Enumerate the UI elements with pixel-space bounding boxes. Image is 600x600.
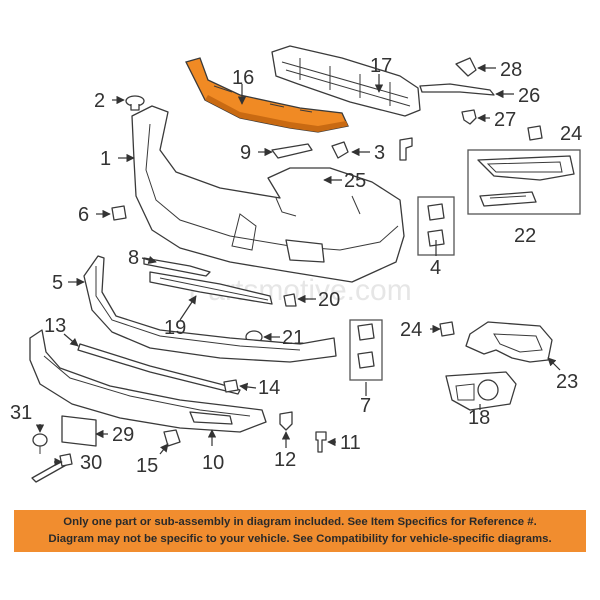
callout-24-bottom: 24	[400, 319, 422, 341]
part-13-strip	[77, 343, 241, 395]
callout-8: 8	[128, 247, 139, 269]
part-3-fasteners	[331, 137, 413, 161]
callout-14: 14	[258, 377, 280, 399]
part-16-impact-bar	[185, 57, 349, 133]
callout-17: 17	[370, 55, 392, 77]
part-1-bumper-cover	[131, 105, 405, 283]
callout-23: 23	[556, 371, 578, 393]
part-5-lower-fascia	[83, 255, 337, 363]
callout-5: 5	[52, 272, 63, 294]
callout-19: 19	[164, 317, 186, 339]
part-10-lower-valance	[29, 329, 267, 433]
callout-9: 9	[240, 142, 251, 164]
part-18-fog-lamp	[445, 371, 517, 411]
part-31-pin	[32, 433, 48, 454]
leader-lines	[35, 63, 561, 467]
part-29-plate	[61, 415, 97, 447]
callout-27: 27	[494, 109, 516, 131]
part-2-plug	[125, 95, 145, 111]
disclaimer-line-1: Only one part or sub-assembly in diagram…	[63, 516, 537, 528]
callout-21: 21	[282, 327, 304, 349]
callout-2: 2	[94, 90, 105, 112]
disclaimer-banner: Only one part or sub-assembly in diagram…	[14, 510, 586, 552]
callout-1: 1	[100, 148, 111, 170]
callout-4: 4	[430, 257, 441, 279]
part-15-clip	[163, 429, 181, 447]
callout-29: 29	[112, 424, 134, 446]
callout-22: 22	[514, 225, 536, 247]
callout-12: 12	[274, 449, 296, 471]
part-24-clip-top	[527, 125, 543, 141]
callout-28: 28	[500, 59, 522, 81]
callout-10: 10	[202, 452, 224, 474]
part-7-brackets	[357, 323, 375, 369]
callout-6: 6	[78, 204, 89, 226]
part-14-clip	[223, 379, 239, 393]
part-4-brackets	[427, 203, 445, 247]
part-11-bolt	[315, 431, 327, 453]
callout-11: 11	[340, 432, 361, 454]
part-23-bezel	[465, 321, 553, 363]
part-12-clip	[279, 411, 293, 431]
part-19-grille	[149, 271, 273, 305]
callout-3: 3	[374, 142, 385, 164]
callout-30: 30	[80, 452, 102, 474]
part-27-pushpin	[461, 109, 477, 125]
part-9-bracket	[271, 143, 313, 159]
callout-25: 25	[344, 170, 366, 192]
part-24-clip-bottom	[439, 321, 455, 337]
part-30-rod	[31, 453, 73, 483]
callout-18: 18	[468, 407, 490, 429]
callout-24-top: 24	[560, 123, 582, 145]
disclaimer-line-2: Diagram may not be specific to your vehi…	[48, 533, 552, 545]
callout-20: 20	[318, 289, 340, 311]
callout-13: 13	[44, 315, 66, 337]
part-28-clip	[455, 57, 477, 77]
callout-31: 31	[10, 402, 32, 424]
callout-7: 7	[360, 395, 371, 417]
part-20-bolt	[283, 293, 297, 307]
part-7-box	[349, 319, 383, 381]
callout-16: 16	[232, 67, 254, 89]
part-22-box	[467, 149, 581, 215]
part-22-fog-bezels	[477, 155, 575, 207]
part-8-strip	[143, 257, 211, 277]
part-26-strip	[419, 83, 495, 96]
part-17-reinforcement	[271, 45, 421, 117]
part-6-bolt	[111, 205, 127, 221]
callout-15: 15	[136, 455, 158, 477]
callout-26: 26	[518, 85, 540, 107]
